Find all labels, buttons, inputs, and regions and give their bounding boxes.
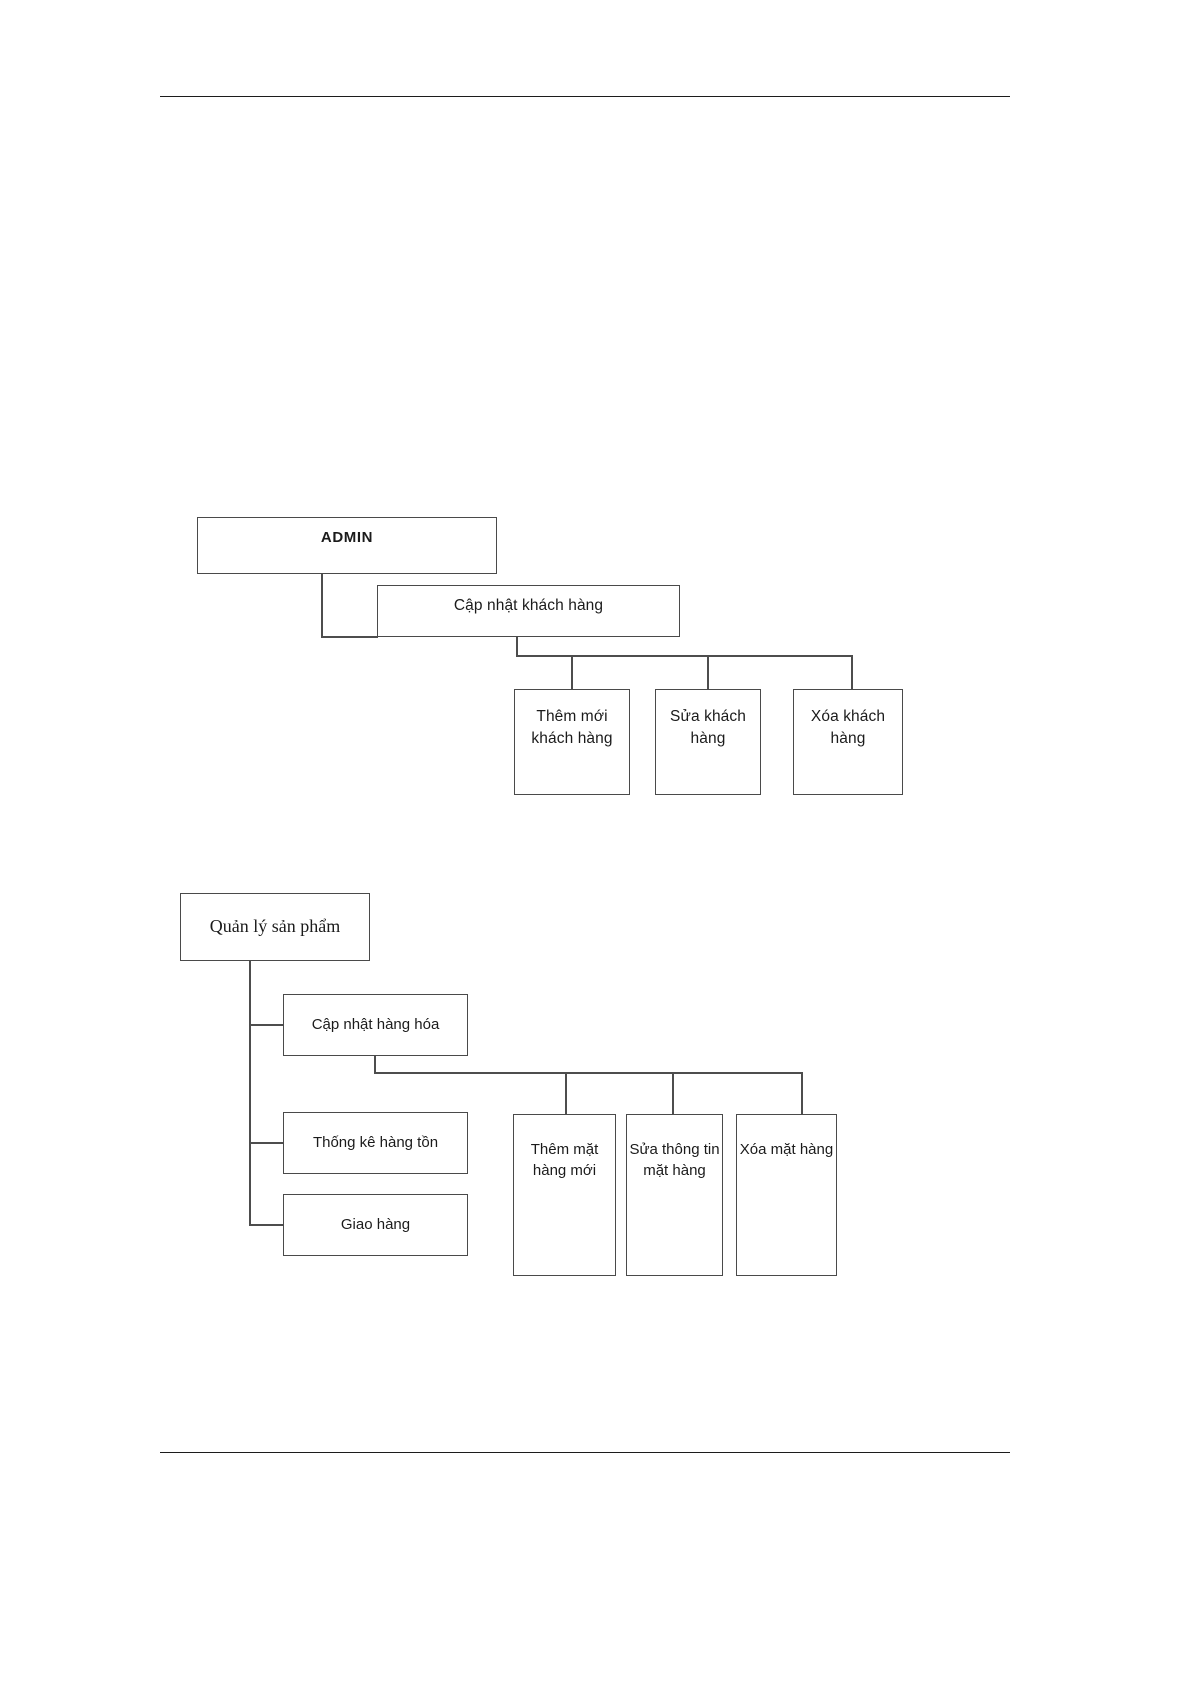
connector-admin-to-capnhat — [321, 636, 378, 638]
connector-stub-giao-hang — [249, 1224, 284, 1226]
header-rule — [160, 96, 1010, 97]
connector-level3-bus — [516, 655, 852, 657]
node-xoa-khach-hang[interactable]: Xóa khách hàng — [793, 689, 903, 795]
node-quan-ly-san-pham-label: Quản lý sản phẩm — [209, 916, 341, 937]
node-cap-nhat-khach-hang-label: Cập nhật khách hàng — [453, 597, 604, 614]
node-sua-khach-hang-label: Sửa khách hàng — [670, 708, 746, 747]
connector-drop-xoa — [851, 655, 853, 690]
node-thong-ke-hang-ton[interactable]: Thống kê hàng tồn — [283, 1112, 468, 1174]
node-admin[interactable]: ADMIN — [197, 517, 497, 574]
connector-admin-drop — [321, 574, 323, 638]
footer-rule — [160, 1452, 1010, 1453]
connector-product-trunk — [249, 961, 251, 1225]
node-quan-ly-san-pham[interactable]: Quản lý sản phẩm — [180, 893, 370, 961]
connector-drop-sua-thong-tin — [672, 1072, 674, 1115]
node-admin-label: ADMIN — [320, 529, 374, 546]
connector-hang-hoa-bus — [374, 1072, 802, 1074]
node-xoa-mat-hang-label: Xóa mặt hàng — [739, 1141, 834, 1158]
node-sua-khach-hang[interactable]: Sửa khách hàng — [655, 689, 761, 795]
node-sua-thong-tin-mat-hang[interactable]: Sửa thông tin mặt hàng — [626, 1114, 723, 1276]
node-xoa-khach-hang-label: Xóa khách hàng — [810, 708, 886, 747]
node-them-moi-khach-hang[interactable]: Thêm mới khách hàng — [514, 689, 630, 795]
node-thong-ke-hang-ton-label: Thống kê hàng tồn — [312, 1134, 439, 1152]
node-them-mat-hang-moi[interactable]: Thêm mặt hàng mới — [513, 1114, 616, 1276]
node-cap-nhat-hang-hoa-label: Cập nhật hàng hóa — [311, 1016, 440, 1034]
node-them-moi-khach-hang-label: Thêm mới khách hàng — [531, 708, 613, 747]
node-sua-thong-tin-mat-hang-label: Sửa thông tin mặt hàng — [629, 1141, 720, 1180]
node-cap-nhat-khach-hang[interactable]: Cập nhật khách hàng — [377, 585, 680, 637]
node-them-mat-hang-moi-label: Thêm mặt hàng mới — [530, 1141, 599, 1180]
node-cap-nhat-hang-hoa[interactable]: Cập nhật hàng hóa — [283, 994, 468, 1056]
connector-drop-sua — [707, 655, 709, 690]
connector-drop-them-moi — [571, 655, 573, 690]
node-giao-hang-label: Giao hàng — [340, 1216, 411, 1234]
connector-hang-hoa-drop — [374, 1056, 376, 1073]
connector-drop-them-mat-hang — [565, 1072, 567, 1115]
node-giao-hang[interactable]: Giao hàng — [283, 1194, 468, 1256]
connector-drop-xoa-mat-hang — [801, 1072, 803, 1115]
node-xoa-mat-hang[interactable]: Xóa mặt hàng — [736, 1114, 837, 1276]
connector-stub-cap-nhat-hang-hoa — [249, 1024, 284, 1026]
connector-capnhat-drop — [516, 637, 518, 656]
connector-stub-thong-ke-hang-ton — [249, 1142, 284, 1144]
